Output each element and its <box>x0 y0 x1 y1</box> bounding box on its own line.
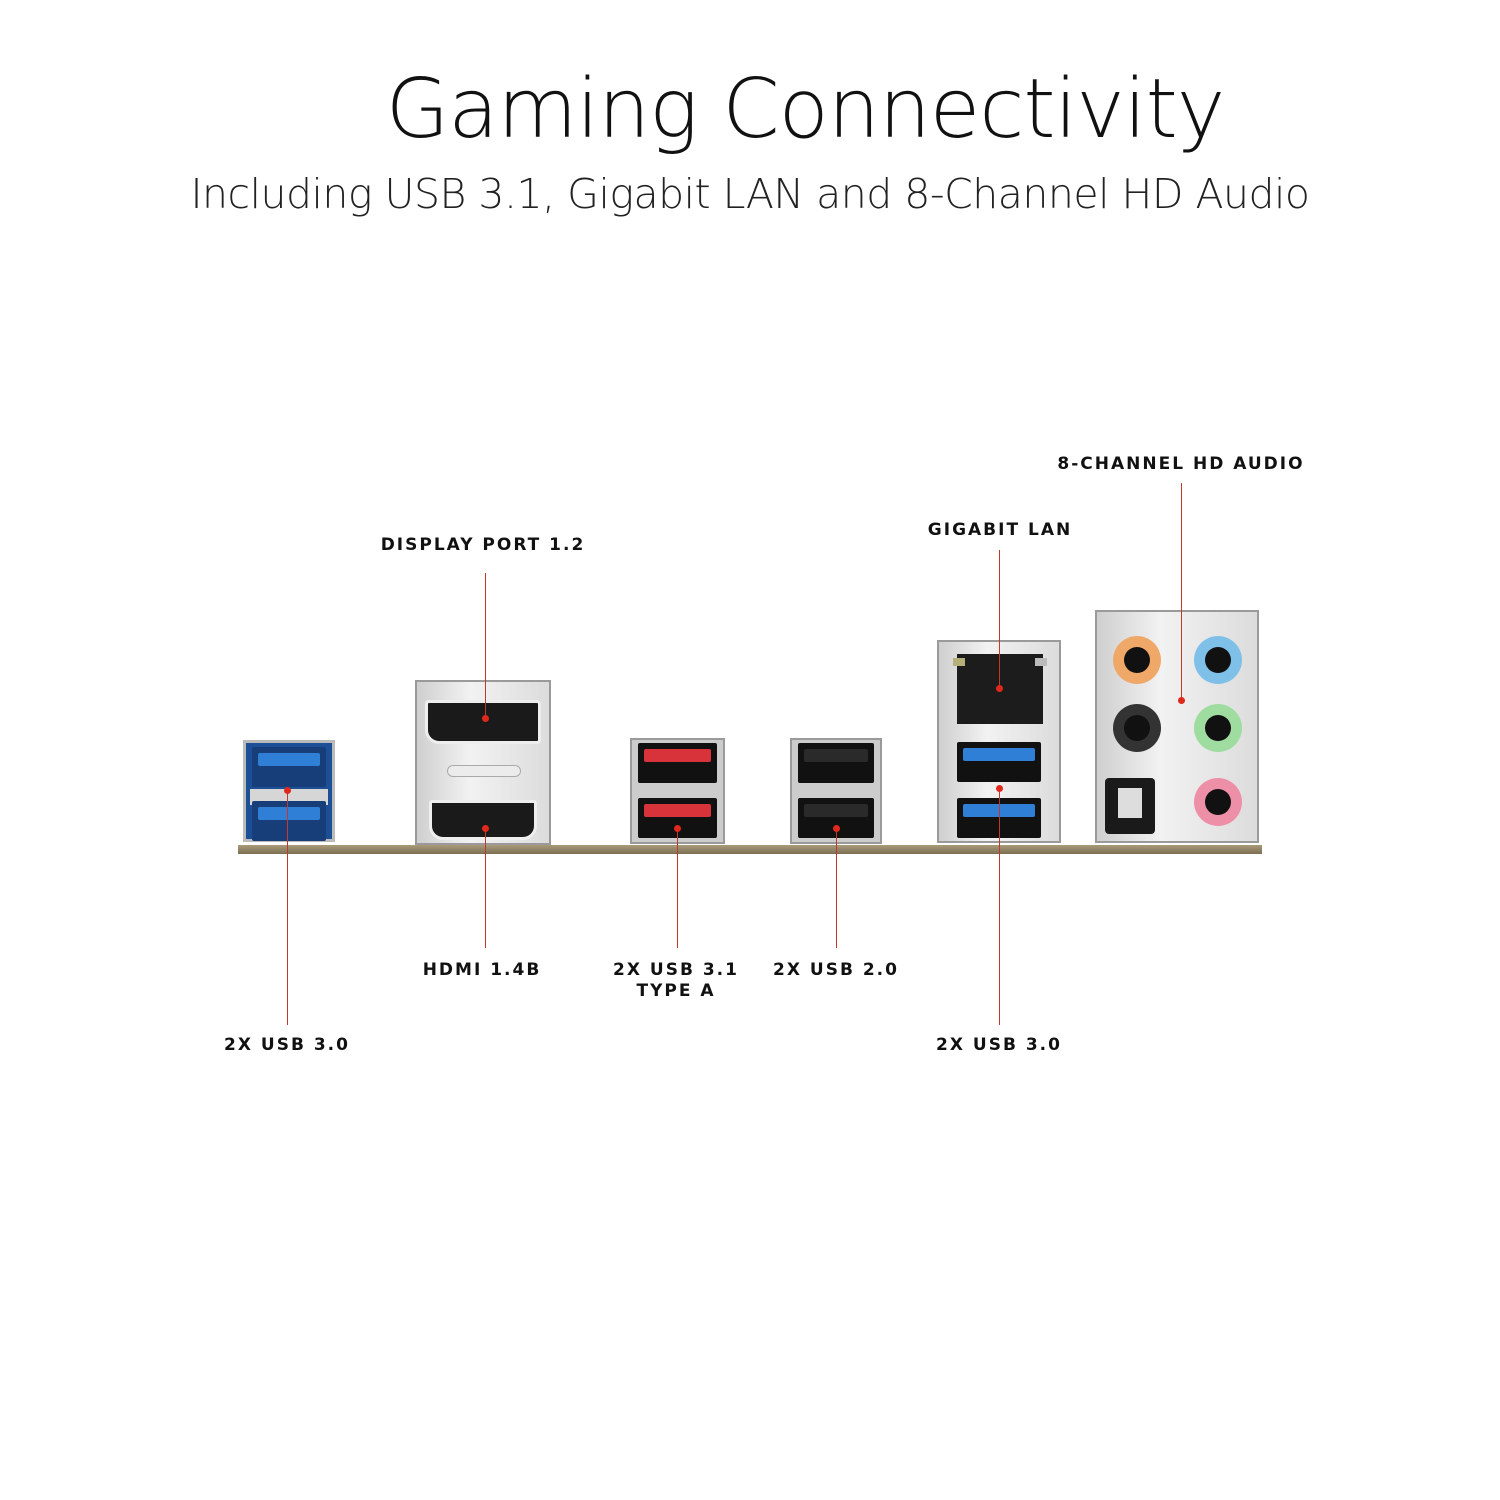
leader-dot <box>833 825 840 832</box>
leader-dot <box>482 825 489 832</box>
leader-dot <box>996 785 1003 792</box>
label-usb20: 2X USB 2.0 <box>773 960 899 980</box>
usb-port <box>252 747 326 787</box>
leader-line <box>485 828 486 948</box>
leader-line <box>677 828 678 948</box>
leader-dot <box>284 787 291 794</box>
page-title: Gaming Connectivity <box>385 62 1226 157</box>
optical-spdif-port <box>1105 778 1155 834</box>
leader-line <box>485 573 486 718</box>
label-lan: GIGABIT LAN <box>927 520 1073 540</box>
page-subtitle: Including USB 3.1, Gigabit LAN and 8-Cha… <box>190 170 1310 218</box>
video-port-plate <box>415 680 551 845</box>
leader-dot <box>482 715 489 722</box>
leader-line <box>999 788 1000 1025</box>
hdmi-connector <box>429 800 537 840</box>
label-hdmi: HDMI 1.4B <box>422 960 542 980</box>
leader-dot <box>996 685 1003 692</box>
usb-port <box>957 742 1041 782</box>
audio-jack-black <box>1113 704 1161 752</box>
usb30-left-port-stack <box>243 740 335 842</box>
label-usb30-left: 2X USB 3.0 <box>224 1035 350 1055</box>
audio-jack-green <box>1194 704 1242 752</box>
audio-jack-pink <box>1194 778 1242 826</box>
label-usb31-line2: TYPE A <box>636 981 716 1001</box>
io-shield-baseline <box>238 845 1262 854</box>
leader-dot <box>1178 697 1185 704</box>
audio-jack-blue <box>1194 636 1242 684</box>
usb-port <box>252 801 326 841</box>
usb-port <box>798 743 874 783</box>
label-audio: 8-CHANNEL HD AUDIO <box>1057 454 1305 474</box>
label-usb31-line1: 2X USB 3.1 <box>613 960 739 980</box>
leader-line <box>1181 483 1182 700</box>
displayport-connector <box>425 700 541 744</box>
audio-plate <box>1095 610 1259 843</box>
audio-jack-orange <box>1113 636 1161 684</box>
leader-line <box>287 790 288 1025</box>
leader-line <box>999 550 1000 688</box>
label-displayport: DISPLAY PORT 1.2 <box>380 535 586 555</box>
leader-dot <box>674 825 681 832</box>
label-usb30-right: 2X USB 3.0 <box>936 1035 1062 1055</box>
usb-port <box>638 743 717 783</box>
leader-line <box>836 828 837 948</box>
